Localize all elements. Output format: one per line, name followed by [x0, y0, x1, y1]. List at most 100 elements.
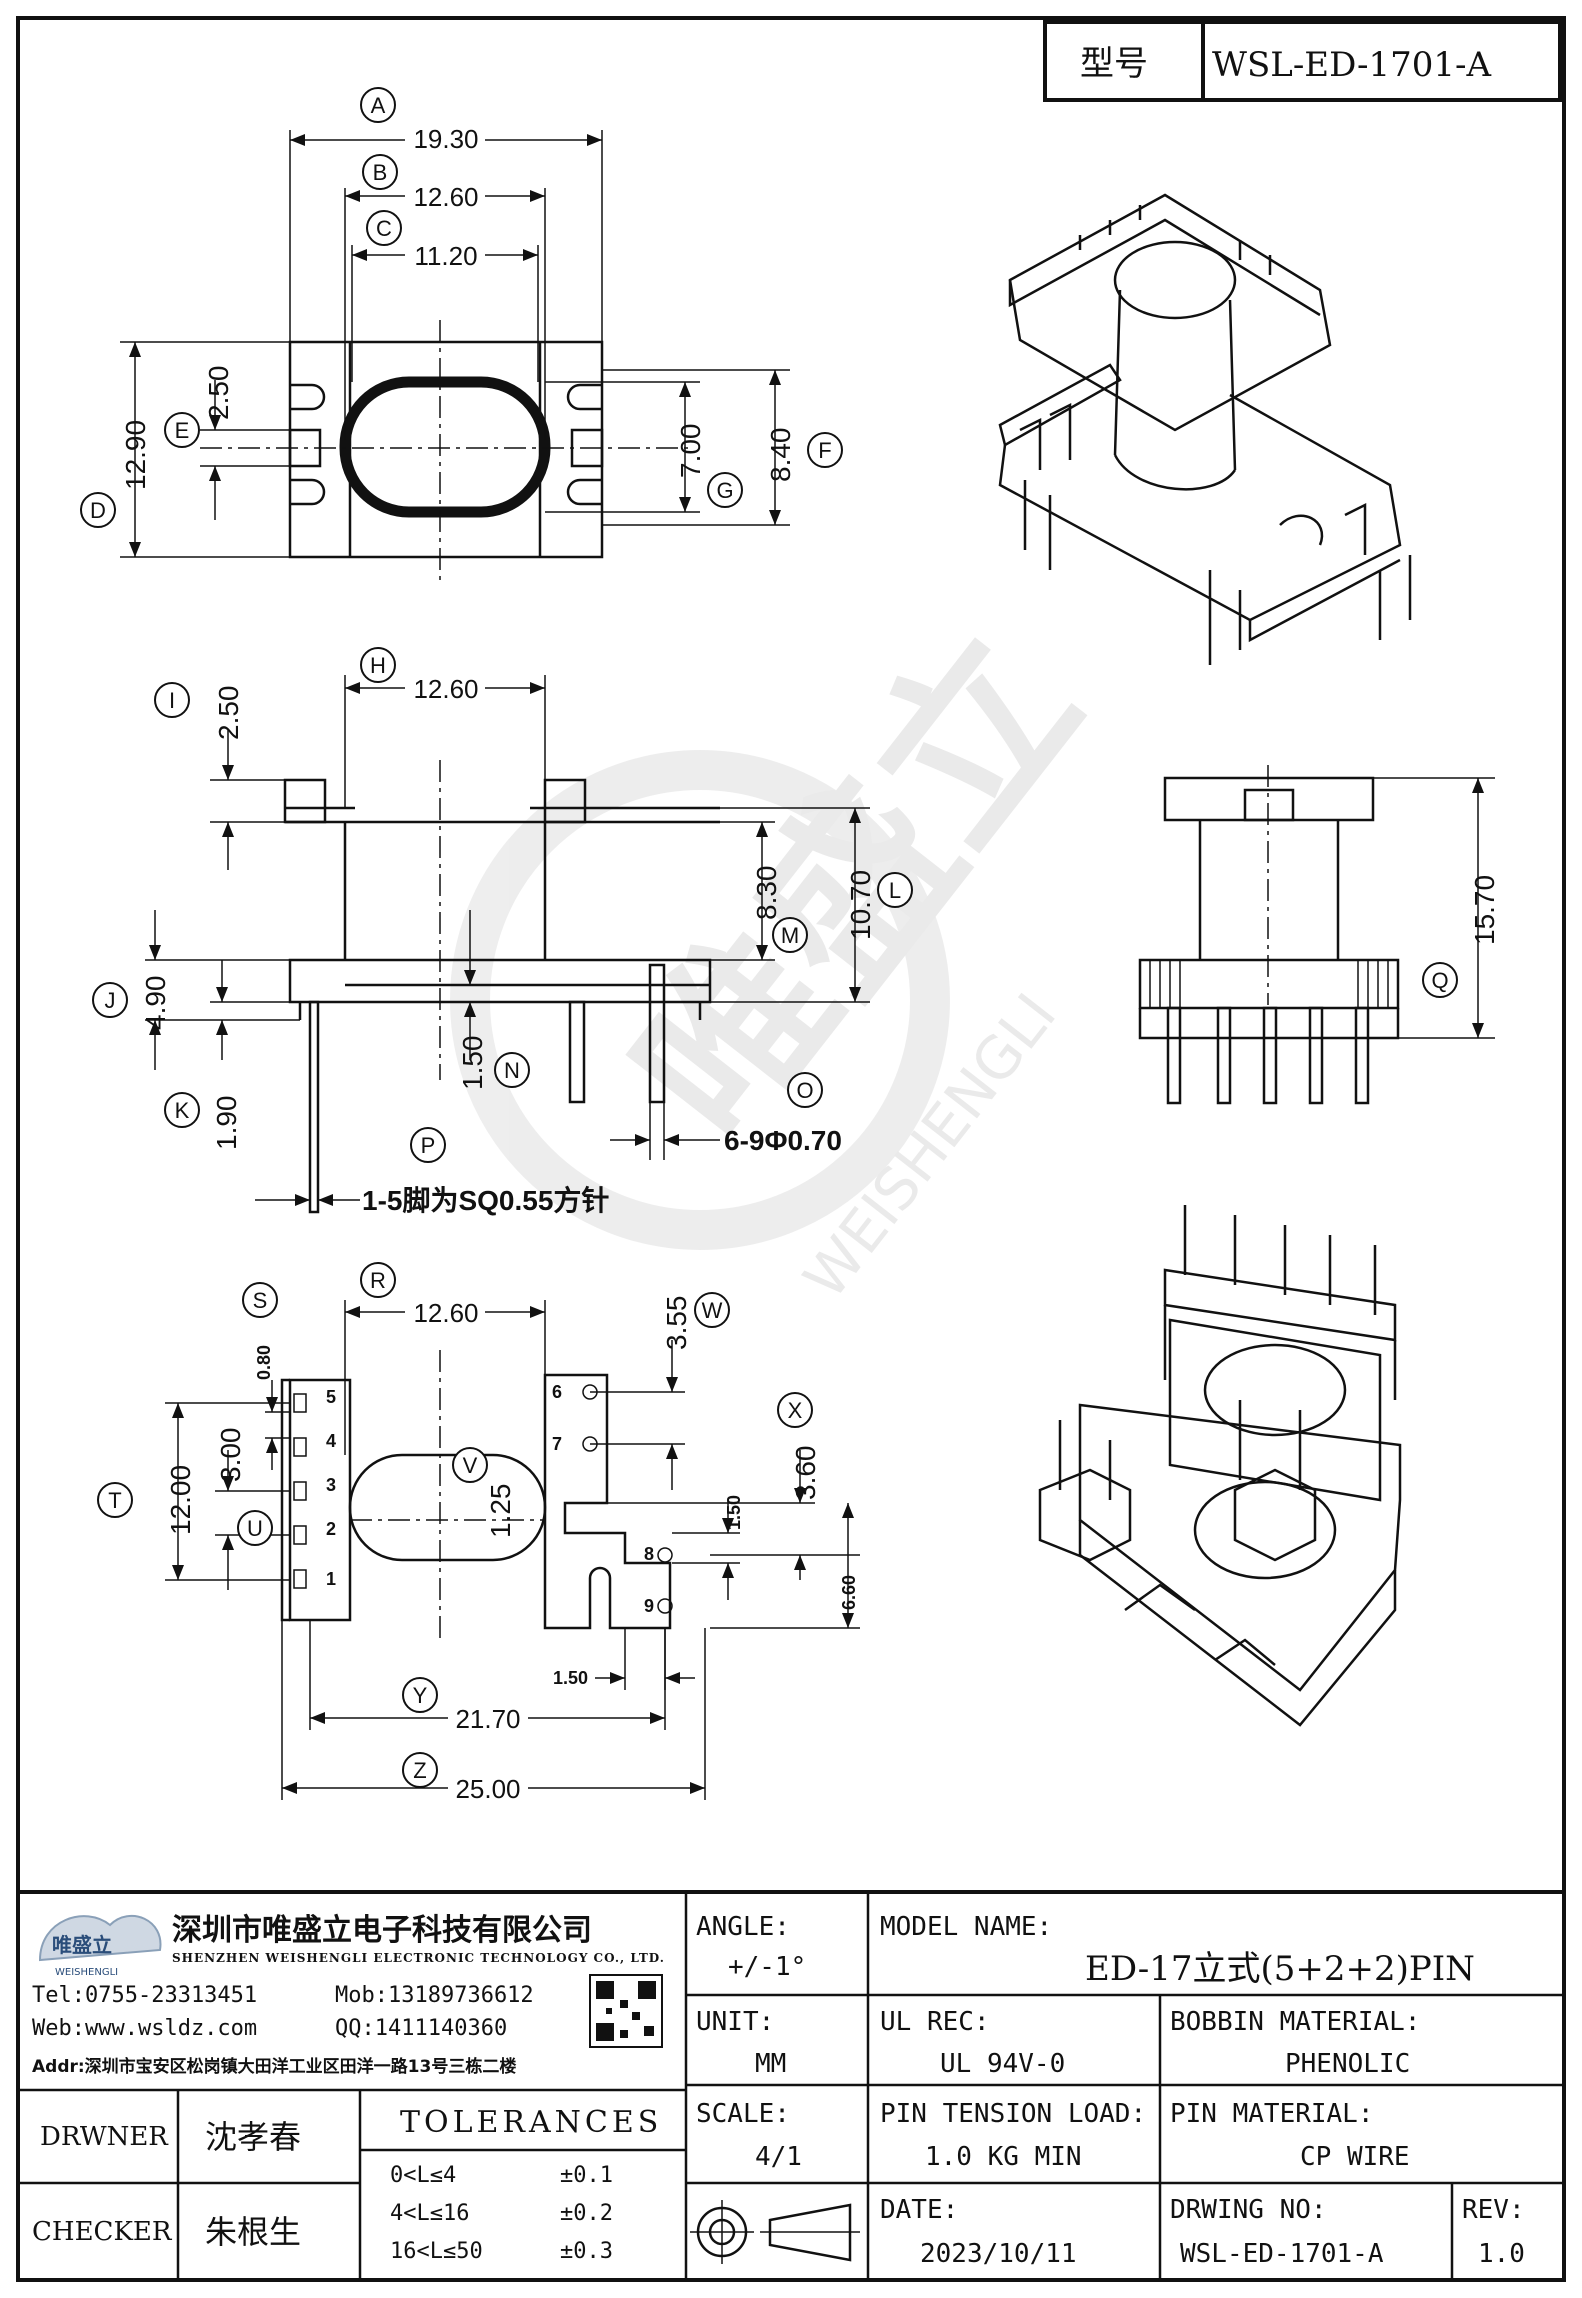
scale-label: SCALE:	[696, 2099, 790, 2129]
dim-a: 19.30	[413, 124, 478, 154]
drawing-no-label: DRWING NO:	[1170, 2195, 1327, 2225]
dim-660: 6.60	[839, 1575, 859, 1610]
unit-label: UNIT:	[696, 2007, 774, 2037]
checker-value: 朱根生	[205, 2213, 301, 2251]
dim-i: 2.50	[213, 686, 244, 741]
dim-p: 1-5脚为SQ0.55方针	[362, 1184, 609, 1216]
callout-c: C	[366, 210, 402, 246]
svg-text:D: D	[90, 498, 106, 523]
callout-o: O	[787, 1072, 823, 1108]
logo-sub: WEISHENGLI	[55, 1967, 118, 1978]
svg-text:P: P	[421, 1133, 436, 1158]
dim-t: 12.00	[165, 1465, 196, 1535]
svg-text:M: M	[781, 923, 799, 948]
tol-range-1: 0<L≤4	[390, 2163, 456, 2188]
unit-value: MM	[755, 2049, 786, 2079]
callout-i: I	[154, 682, 190, 718]
dim-b: 12.60	[413, 182, 478, 212]
dim-g: 7.00	[675, 424, 706, 479]
callout-w: W	[694, 1292, 730, 1328]
mob: Mob:13189736612	[335, 1983, 534, 2008]
title-block: 唯盛立 WEISHENGLI 深圳市唯盛立电子科技有限公司 SHENZHEN W…	[16, 1890, 1566, 2282]
svg-text:A: A	[371, 93, 386, 118]
dim-l: 10.70	[845, 870, 876, 940]
pin-3: 3	[326, 1475, 336, 1495]
dim-r: 12.60	[413, 1298, 478, 1328]
callout-j: J	[92, 982, 128, 1018]
type-label: 型号	[1080, 44, 1148, 84]
header-type-box: 型号 WSL-ED-1701-A	[1043, 20, 1562, 102]
callout-y: Y	[402, 1677, 438, 1713]
svg-text:S: S	[253, 1288, 268, 1313]
company-en: SHENZHEN WEISHENGLI ELECTRONIC TECHNOLOG…	[172, 1951, 665, 1965]
svg-text:Q: Q	[1431, 968, 1448, 993]
scale-value: 4/1	[755, 2142, 802, 2172]
dim-m: 8.30	[751, 866, 782, 921]
callout-v: V	[452, 1447, 488, 1483]
svg-text:G: G	[716, 478, 733, 503]
callout-r: R	[360, 1262, 396, 1298]
date-value: 2023/10/11	[920, 2239, 1077, 2269]
tel: Tel:0755-23313451	[32, 1983, 257, 2008]
web: Web:www.wsldz.com	[32, 2016, 257, 2041]
callout-h: H	[360, 647, 396, 683]
projection-symbol-icon	[690, 2200, 860, 2264]
svg-text:L: L	[889, 878, 901, 903]
dim-s: 0.80	[254, 1345, 274, 1380]
svg-text:U: U	[247, 1516, 263, 1541]
svg-text:O: O	[796, 1078, 813, 1103]
dim-n: 1.50	[457, 1036, 488, 1091]
dim-h: 12.60	[413, 674, 478, 704]
drawing-no-value: WSL-ED-1701-A	[1180, 2239, 1384, 2269]
rev-value: 1.0	[1478, 2239, 1525, 2269]
svg-text:W: W	[702, 1298, 723, 1323]
angle-value: +/-1°	[728, 1952, 806, 1982]
ul-value: UL 94V-0	[940, 2049, 1065, 2079]
tol-value-2: ±0.2	[560, 2201, 613, 2226]
pin-tension-value: 1.0 KG MIN	[925, 2142, 1082, 2172]
dim-f: 8.40	[765, 428, 796, 483]
bottom-view: 5 4 3 2 1 6 7 8 9 12.60 3.55 0.80 12.00 …	[165, 1296, 860, 1804]
qq: QQ:1411140360	[335, 2016, 507, 2041]
svg-text:B: B	[373, 160, 388, 185]
dim-150b: 1.50	[553, 1668, 588, 1688]
angle-label: ANGLE:	[696, 1912, 790, 1942]
dim-c: 11.20	[414, 241, 477, 271]
drawer-label: DRWNER	[40, 2122, 169, 2152]
callout-x: X	[777, 1392, 813, 1428]
top-view: 19.30 12.60 11.20 12.90 2.50 7.00 8.40	[120, 124, 796, 580]
tol-value-3: ±0.3	[560, 2239, 613, 2264]
callout-t: T	[97, 1482, 133, 1518]
callout-q: Q	[1422, 962, 1458, 998]
svg-text:F: F	[818, 438, 831, 463]
model-code: WSL-ED-1701-A	[1212, 45, 1492, 85]
callout-k: K	[164, 1092, 200, 1128]
side-view: 15.70	[1138, 765, 1500, 1105]
svg-text:J: J	[105, 988, 116, 1013]
callout-d: D	[80, 492, 116, 528]
model-name-value: ED-17立式(5+2+2)PIN	[1085, 1949, 1475, 1989]
dim-u: 3.00	[215, 1428, 246, 1483]
callout-z: Z	[402, 1752, 438, 1788]
dim-v: 1.25	[485, 1484, 516, 1539]
tol-range-2: 4<L≤16	[390, 2201, 469, 2226]
checker-label: CHECKER	[32, 2217, 173, 2247]
callout-s: S	[242, 1282, 278, 1318]
pin-2: 2	[326, 1519, 336, 1539]
iso-view-top	[998, 193, 1412, 665]
dim-o: 6-9Φ0.70	[724, 1125, 842, 1156]
pin-material-value: CP WIRE	[1300, 2142, 1410, 2172]
svg-text:Z: Z	[413, 1758, 426, 1783]
dim-q: 15.70	[1469, 875, 1500, 945]
pin-6: 6	[552, 1382, 562, 1402]
bobbin-label: BOBBIN MATERIAL:	[1170, 2007, 1420, 2037]
front-view: 12.60 2.50 10.70 8.30 4.90 1.90 1.50 6-9…	[140, 672, 876, 1216]
pin-tension-label: PIN TENSION LOAD:	[880, 2099, 1146, 2129]
callout-b: B	[362, 154, 398, 190]
rev-label: REV:	[1462, 2195, 1525, 2225]
svg-text:H: H	[370, 653, 386, 678]
dim-e: 2.50	[203, 366, 234, 421]
pin-5: 5	[326, 1387, 336, 1407]
callout-g: G	[707, 472, 743, 508]
iso-view-bottom	[1038, 1205, 1402, 1727]
